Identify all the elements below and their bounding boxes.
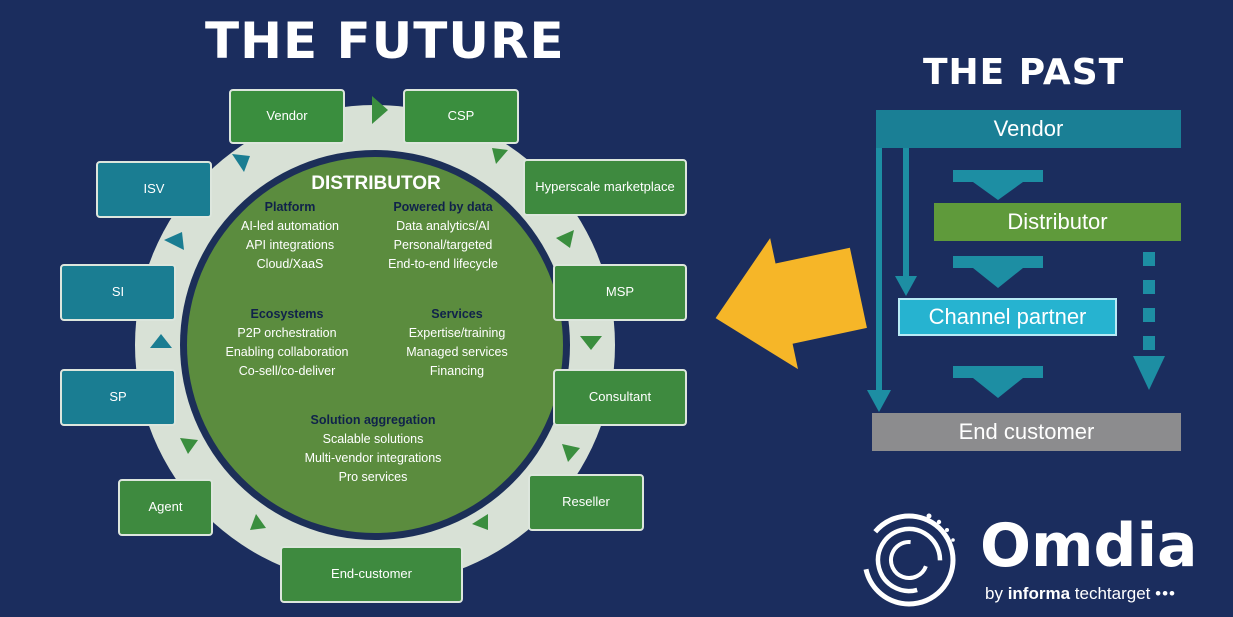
omdia-logo-subtitle: by informa techtarget ••• (985, 584, 1176, 604)
ring-arrow-7 (250, 514, 266, 530)
ring-arrow-6 (472, 514, 488, 530)
past-vendor-bar: Vendor (876, 110, 1181, 148)
quadrant-item: Personal/targeted (394, 238, 493, 252)
quadrant-item: Data analytics/AI (396, 219, 490, 233)
quadrant-item: API integrations (246, 238, 334, 252)
omdia-logo-mark (862, 513, 956, 607)
ring-arrow-1 (372, 96, 388, 124)
past-dash-arrowhead (1133, 356, 1165, 390)
ring-arrow-2 (492, 148, 508, 164)
quadrant-heading: Platform (265, 200, 316, 214)
ring-arrow-10 (164, 232, 184, 250)
quadrant-item: Pro services (339, 470, 408, 484)
ring-arrow-5 (562, 444, 580, 462)
past-end-customer-bar: End customer (872, 413, 1181, 451)
past-chevron-2 (953, 256, 1043, 288)
quadrant-item: Cloud/XaaS (257, 257, 324, 271)
quadrant-powered-by-data: Powered by data Data analytics/AI Person… (388, 200, 498, 271)
ring-arrow-3 (556, 230, 574, 248)
quadrant-heading: Solution aggregation (311, 413, 436, 427)
quadrant-heading: Services (431, 307, 482, 321)
logo-by: by (985, 584, 1003, 603)
node-end-customer: End-customer (280, 546, 463, 603)
quadrant-ecosystems: Ecosystems P2P orchestration Enabling co… (225, 307, 348, 378)
node-csp: CSP (403, 89, 519, 144)
ring-arrow-8 (180, 438, 198, 454)
node-reseller: Reseller (528, 474, 644, 531)
node-si: SI (60, 264, 176, 321)
quadrant-services: Services Expertise/training Managed serv… (406, 307, 507, 378)
node-consultant: Consultant (553, 369, 687, 426)
past-arrowhead-left (867, 390, 891, 412)
quadrant-item: Multi-vendor integrations (305, 451, 442, 465)
past-dash-3 (1143, 308, 1155, 322)
ring-arrow-9 (150, 334, 172, 348)
quadrant-item: Co-sell/co-deliver (239, 364, 336, 378)
quadrant-item: P2P orchestration (237, 326, 336, 340)
future-title: THE FUTURE (205, 12, 565, 70)
past-channel-partner-bar: Channel partner (898, 298, 1117, 336)
past-dash-2 (1143, 280, 1155, 294)
quadrant-item: Financing (430, 364, 484, 378)
node-isv: ISV (96, 161, 212, 218)
past-dash-4 (1143, 336, 1155, 350)
logo-company: techtarget (1074, 584, 1151, 603)
past-title: THE PAST (923, 52, 1125, 93)
distributor-circle (187, 157, 563, 533)
logo-company-bold: informa (1007, 584, 1071, 603)
past-arrowhead-left2 (895, 276, 917, 296)
node-agent: Agent (118, 479, 213, 536)
quadrant-heading: Powered by data (393, 200, 493, 214)
past-chevron-1 (953, 170, 1043, 200)
logo-dots: ••• (1155, 584, 1176, 603)
past-flow-arrows (867, 148, 1165, 412)
omdia-logo-text: Omdia (980, 511, 1198, 581)
node-vendor: Vendor (229, 89, 345, 144)
distributor-heading: DISTRIBUTOR (311, 173, 441, 194)
quadrant-item: Enabling collaboration (225, 345, 348, 359)
past-dash-1 (1143, 252, 1155, 266)
quadrant-item: Scalable solutions (323, 432, 424, 446)
ring-arrows (150, 96, 602, 530)
quadrant-item: End-to-end lifecycle (388, 257, 498, 271)
quadrant-solution-aggregation: Solution aggregation Scalable solutions … (305, 413, 442, 484)
future-direction-arrow (715, 238, 867, 370)
quadrant-item: Managed services (406, 345, 507, 359)
quadrant-item: AI-led automation (241, 219, 339, 233)
node-hyperscale-marketplace: Hyperscale marketplace (523, 159, 687, 216)
quadrant-heading: Ecosystems (251, 307, 324, 321)
node-sp: SP (60, 369, 176, 426)
quadrant-platform: Platform AI-led automation API integrati… (241, 200, 339, 271)
node-msp: MSP (553, 264, 687, 321)
past-distributor-bar: Distributor (934, 203, 1181, 241)
quadrant-item: Expertise/training (409, 326, 506, 340)
past-line-left2 (903, 148, 909, 278)
ring-arrow-11 (232, 154, 250, 172)
ring-arrow-4 (580, 336, 602, 350)
past-line-left (876, 148, 882, 393)
past-chevron-3 (953, 366, 1043, 398)
